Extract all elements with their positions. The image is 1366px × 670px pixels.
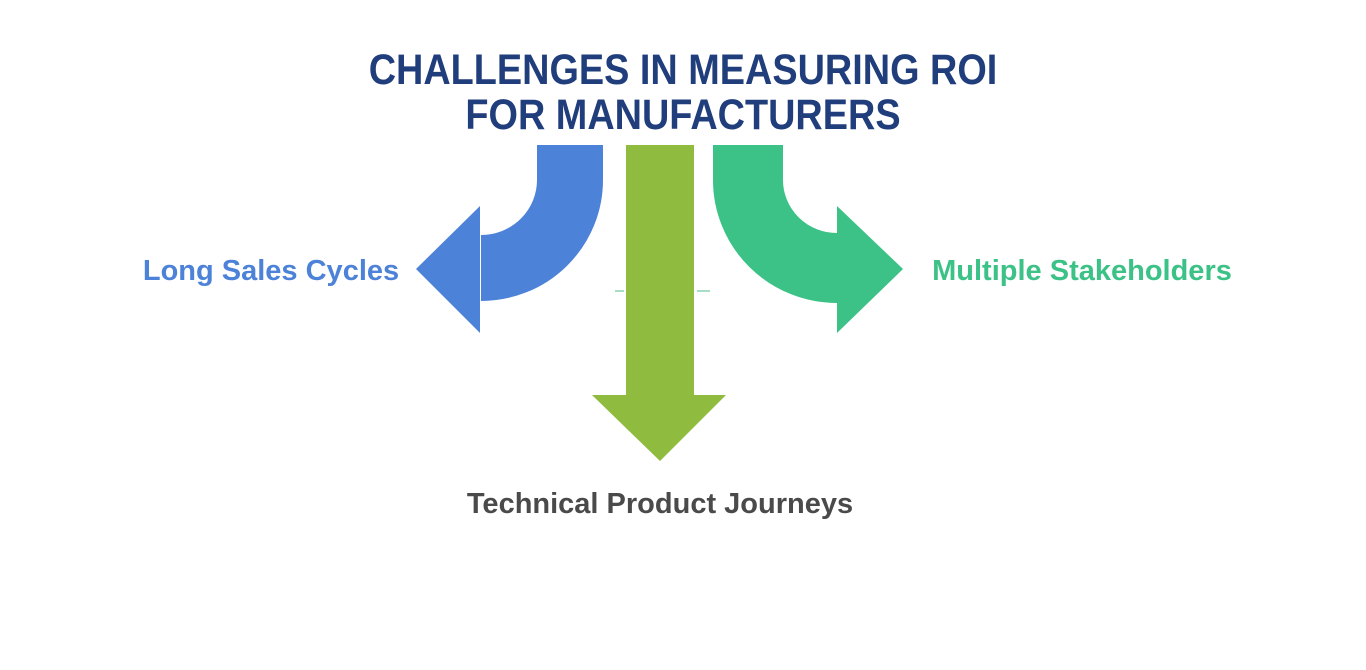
left-arrow-label: Long Sales Cycles: [142, 255, 400, 287]
left-curved-arrow: [416, 145, 603, 333]
page-title: CHALLENGES IN MEASURING ROI FOR MANUFACT…: [82, 48, 1284, 138]
right-arrow-band: [713, 145, 839, 303]
tick-mark-right: [697, 290, 710, 292]
down-arrow: [592, 145, 726, 461]
tick-mark-left: [615, 290, 624, 292]
right-curved-arrow: [713, 145, 903, 333]
center-arrow-label: Technical Product Journeys: [466, 488, 854, 520]
right-arrow-head: [837, 206, 903, 333]
right-arrow-label: Multiple Stakeholders: [932, 255, 1232, 287]
page-title-line-1: CHALLENGES IN MEASURING ROI: [368, 46, 998, 94]
left-arrow-head: [416, 206, 480, 333]
left-arrow-band: [479, 145, 603, 301]
page-title-line-2: FOR MANUFACTURERS: [465, 91, 901, 139]
